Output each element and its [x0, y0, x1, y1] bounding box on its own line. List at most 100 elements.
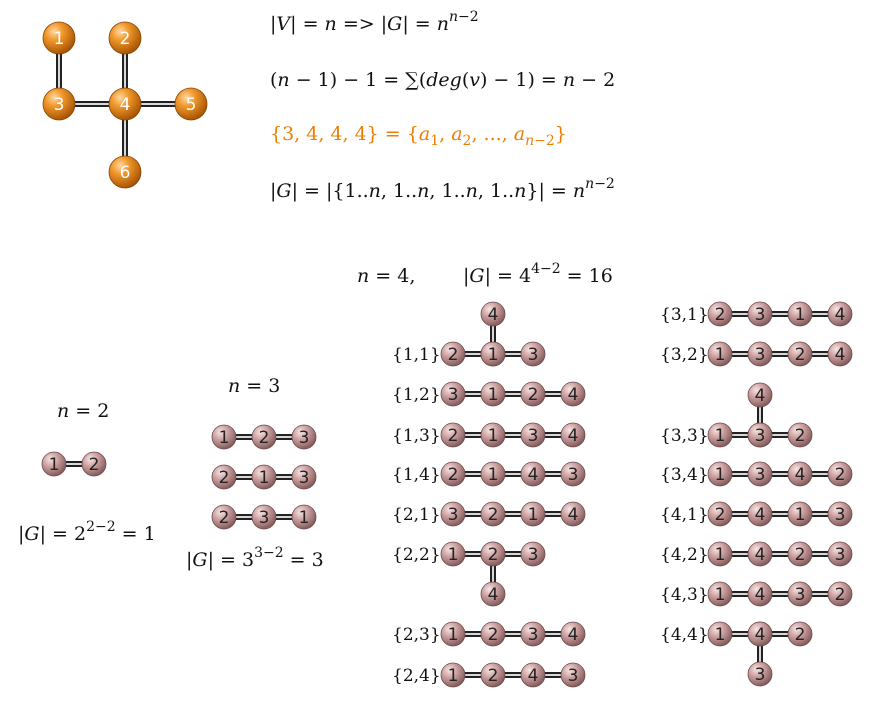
node-label: 2 [120, 29, 131, 49]
n4-col1-code-5: {2,1} [392, 505, 441, 525]
node-4: 4 [747, 581, 773, 607]
node-3: 3 [251, 504, 277, 530]
node-3: 3 [520, 621, 546, 647]
node-label: 3 [299, 468, 310, 488]
node-label: 3 [448, 385, 459, 405]
n4-col2-code-6: {4,2} [660, 545, 709, 565]
node-1: 1 [707, 581, 733, 607]
node-2: 2 [211, 504, 237, 530]
node-label: 3 [54, 95, 65, 115]
node-2: 2 [707, 501, 733, 527]
node-1: 1 [42, 21, 76, 55]
node-4: 4 [827, 301, 853, 327]
node-label: 4 [568, 505, 579, 525]
n3-tree-2: 2 1 3 [211, 464, 317, 490]
node-label: 2 [488, 545, 499, 565]
node-4: 4 [480, 581, 506, 607]
node-label: 1 [219, 428, 230, 448]
node-label: 2 [448, 426, 459, 446]
node-2: 2 [480, 501, 506, 527]
node-label: 4 [835, 345, 846, 365]
node-label: 1 [488, 426, 499, 446]
node-2: 2 [787, 341, 813, 367]
node-label: 2 [488, 666, 499, 686]
node-4: 4 [560, 621, 586, 647]
node-label: 1 [715, 426, 726, 446]
node-label: 1 [49, 455, 60, 475]
n4-col2-tree-8: 14234 [707, 621, 813, 687]
node-3: 3 [787, 581, 813, 607]
n4-col1-code-6: {2,2} [392, 545, 441, 565]
node-label: 1 [715, 545, 726, 565]
node-label: 1 [54, 29, 65, 49]
n4-col1-code-4: {1,4} [392, 465, 441, 485]
node-4: 4 [560, 501, 586, 527]
branch-node: 43 [747, 382, 773, 448]
node-3: 3 [827, 541, 853, 567]
node-label: 1 [488, 385, 499, 405]
n4-col1-code-1: {1,1} [392, 345, 441, 365]
node-label: 3 [259, 508, 270, 528]
node-label: 1 [488, 465, 499, 485]
n2-heading: n = 2 [57, 400, 109, 422]
node-1: 1 [707, 541, 733, 567]
n3-count: |G| = 33−2 = 3 [186, 545, 324, 571]
node-3: 3 [827, 501, 853, 527]
n4-heading: n = 4, [357, 265, 415, 287]
node-label: 1 [299, 508, 310, 528]
node-4: 4 [747, 382, 773, 408]
node-label: 3 [755, 426, 766, 446]
node-3: 3 [747, 661, 773, 687]
node-label: 4 [568, 625, 579, 645]
node-label: 3 [568, 465, 579, 485]
node-label: 4 [755, 545, 766, 565]
n4-col1-code-2: {1,2} [392, 385, 441, 405]
node-label: 1 [448, 625, 459, 645]
n4-col1-tree-7: 1 2 3 4 [440, 621, 586, 647]
n2-count: |G| = 22−2 = 1 [18, 519, 156, 545]
node-1: 1 [480, 422, 506, 448]
node-label: 2 [488, 625, 499, 645]
node-3: 3 [747, 341, 773, 367]
node-1: 1 [251, 464, 277, 490]
node-2: 2 [827, 581, 853, 607]
node-3: 3 [291, 424, 317, 450]
node-1: 1 [707, 341, 733, 367]
node-label: 1 [259, 468, 270, 488]
node-6: 6 [108, 155, 142, 189]
node-label: 2 [219, 468, 230, 488]
node-label: 3 [528, 545, 539, 565]
node-2: 2 [440, 341, 466, 367]
node-label: 2 [715, 305, 726, 325]
node-3: 3 [520, 541, 546, 567]
node-label: 4 [755, 505, 766, 525]
node-label: 3 [795, 585, 806, 605]
node-label: 3 [528, 426, 539, 446]
node-3: 3 [560, 461, 586, 487]
node-1: 1 [707, 422, 733, 448]
node-4: 4 [520, 662, 546, 688]
node-3: 3 [520, 341, 546, 367]
node-1: 1 [480, 341, 506, 367]
node-label: 3 [835, 545, 846, 565]
branch-node: 41 [480, 301, 506, 367]
node-3: 3 [520, 422, 546, 448]
node-label: 2 [448, 465, 459, 485]
node-label: 2 [488, 505, 499, 525]
n4-col1-code-8: {2,4} [392, 666, 441, 686]
node-label: 3 [568, 666, 579, 686]
node-label: 4 [568, 426, 579, 446]
node-label: 2 [528, 385, 539, 405]
n3-heading: n = 3 [228, 375, 280, 397]
node-label: 3 [528, 345, 539, 365]
node-label: 3 [448, 505, 459, 525]
